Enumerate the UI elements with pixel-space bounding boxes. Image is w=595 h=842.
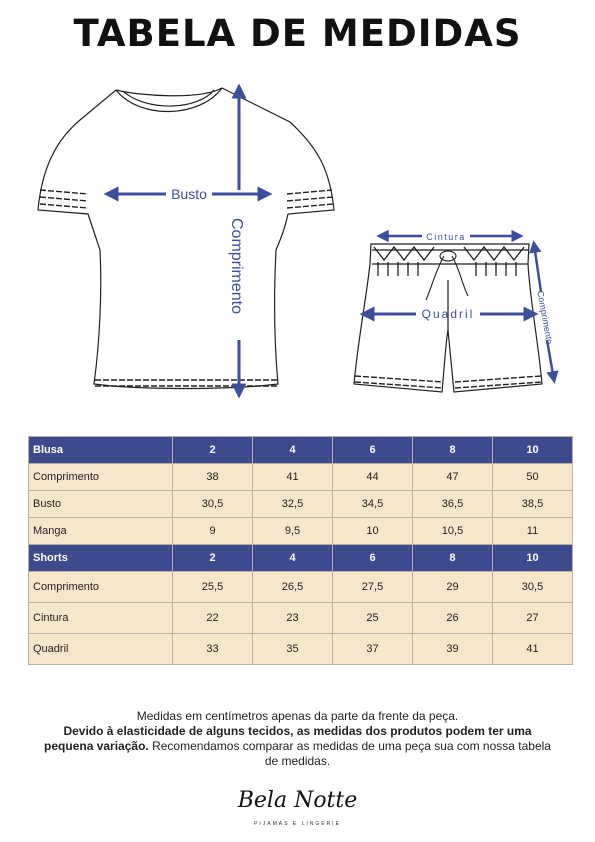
row-label: Comprimento (28, 463, 173, 491)
table-cell: 9 (172, 517, 253, 545)
table-cell: 30,5 (172, 490, 253, 518)
table-cell: 22 (172, 602, 253, 634)
table-cell: 38 (172, 463, 253, 491)
size-header-cell: 6 (332, 436, 413, 464)
shorts-stitching (354, 375, 543, 389)
shorts-waistband-pattern (373, 245, 525, 276)
garment-illustration: Busto Comprimento Cintura Quadril Compri… (37, 83, 559, 399)
table-row: Cintura 22 23 25 26 27 (28, 602, 573, 634)
table-cell: 35 (252, 633, 333, 665)
shorts-header-row: Shorts 2 4 6 8 10 (28, 544, 573, 572)
table-row: Comprimento 25,5 26,5 27,5 29 30,5 (28, 571, 573, 603)
blusa-stitching (39, 189, 334, 387)
shorts-comprimento-arrow (529, 240, 559, 384)
table-cell: 50 (492, 463, 573, 491)
size-header-cell: 2 (172, 436, 253, 464)
size-header-cell: 10 (492, 436, 573, 464)
page-title: TABELA DE MEDIDAS (73, 12, 522, 55)
row-label: Cintura (28, 602, 173, 634)
table-cell: 11 (492, 517, 573, 545)
table-row: Comprimento 38 41 44 47 50 (28, 463, 573, 491)
table-row: Busto 30,5 32,5 34,5 36,5 38,5 (28, 490, 573, 518)
cintura-label: Cintura (426, 232, 466, 242)
measurement-notes: Medidas em centímetros apenas da parte d… (40, 709, 555, 769)
size-header-cell: 8 (412, 544, 493, 572)
notes-paragraph: Devido à elasticidade de alguns tecidos,… (40, 724, 555, 769)
table-row: Quadril 33 35 37 39 41 (28, 633, 573, 665)
table-cell: 27,5 (332, 571, 413, 603)
table-cell: 41 (252, 463, 333, 491)
table-cell: 32,5 (252, 490, 333, 518)
shorts-drawstring (425, 250, 469, 301)
table-cell: 29 (412, 571, 493, 603)
table-cell: 47 (412, 463, 493, 491)
table-cell: 36,5 (412, 490, 493, 518)
size-table: Blusa 2 4 6 8 10 Comprimento 38 41 44 47… (28, 436, 573, 665)
notes-rest: Recomendamos comparar as medidas de uma … (148, 739, 551, 768)
blusa-comprimento-label: Comprimento (228, 218, 245, 314)
table-cell: 38,5 (492, 490, 573, 518)
table-cell: 10,5 (412, 517, 493, 545)
table-cell: 23 (252, 602, 333, 634)
size-header-cell: 8 (412, 436, 493, 464)
table-cell: 44 (332, 463, 413, 491)
row-label: Quadril (28, 633, 173, 665)
brand-tagline: PIJAMAS E LINGERIE (254, 821, 341, 827)
shorts-comprimento-label: Comprimento (535, 290, 554, 345)
table-cell: 37 (332, 633, 413, 665)
table-cell: 39 (412, 633, 493, 665)
size-header-cell: 4 (252, 436, 333, 464)
table-cell: 9,5 (252, 517, 333, 545)
busto-label: Busto (171, 186, 207, 202)
row-label: Comprimento (28, 571, 173, 603)
size-header-cell: 6 (332, 544, 413, 572)
table-cell: 33 (172, 633, 253, 665)
table-cell: 26,5 (252, 571, 333, 603)
size-header-cell: 10 (492, 544, 573, 572)
blusa-drawing (37, 87, 335, 390)
brand-logo: Bela Notte (237, 788, 358, 813)
table-cell: 25 (332, 602, 413, 634)
table-cell: 25,5 (172, 571, 253, 603)
table-cell: 26 (412, 602, 493, 634)
table-row: Manga 9 9,5 10 10,5 11 (28, 517, 573, 545)
blusa-header-label: Blusa (28, 436, 173, 464)
table-cell: 41 (492, 633, 573, 665)
table-cell: 10 (332, 517, 413, 545)
shorts-header-label: Shorts (28, 544, 173, 572)
row-label: Busto (28, 490, 173, 518)
table-cell: 27 (492, 602, 573, 634)
blusa-header-row: Blusa 2 4 6 8 10 (28, 436, 573, 464)
notes-line-1: Medidas em centímetros apenas da parte d… (136, 709, 459, 723)
size-header-cell: 4 (252, 544, 333, 572)
table-cell: 34,5 (332, 490, 413, 518)
table-cell: 30,5 (492, 571, 573, 603)
size-header-cell: 2 (172, 544, 253, 572)
quadril-label: Quadril (422, 307, 475, 321)
notes-bold: Devido à elasticidade de alguns tecidos,… (44, 724, 532, 753)
row-label: Manga (28, 517, 173, 545)
